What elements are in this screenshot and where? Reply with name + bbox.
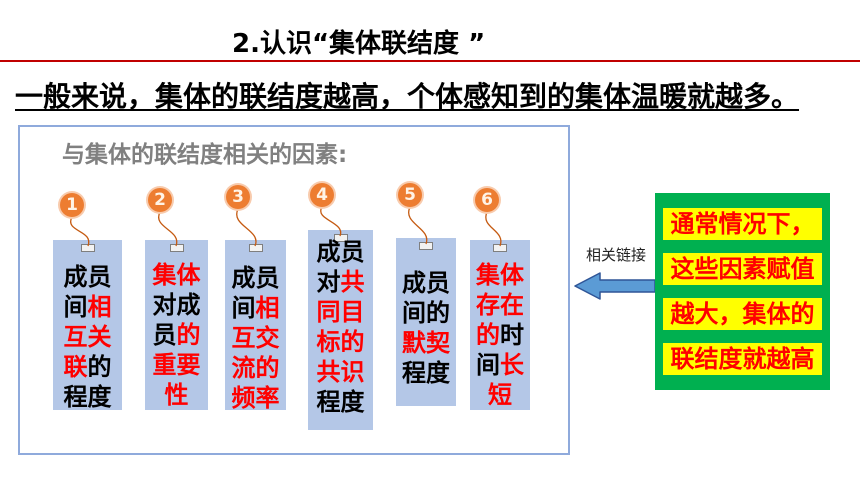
tag-text-line: 间相 bbox=[53, 292, 122, 322]
tag-text: 成员 bbox=[316, 238, 365, 266]
tag-text: 长 bbox=[500, 351, 524, 379]
conclusion-box: 通常情况下， 这些因素赋值 越大，集体的 联结度就越高 bbox=[655, 193, 830, 390]
tag-hole bbox=[493, 244, 507, 252]
tag-text: 程度 bbox=[63, 383, 112, 411]
tag-text: 共 bbox=[340, 268, 365, 296]
factor-tag-1: 成员 间相 互关 联的 程度 bbox=[53, 240, 122, 412]
tag-text-line: 存在 bbox=[470, 290, 530, 320]
tag-text: 共识 bbox=[316, 358, 365, 386]
number-badge-2: 2 bbox=[148, 188, 172, 212]
tag-text: 存在 bbox=[476, 291, 524, 319]
tag-text-line: 集体 bbox=[470, 260, 530, 290]
tag-text-line: 联的 bbox=[53, 352, 122, 382]
tag-text: 标的 bbox=[316, 328, 365, 356]
conclusion-line: 联结度就越高 bbox=[663, 343, 822, 375]
tag-hole bbox=[169, 244, 184, 252]
tag-text-line: 成员 bbox=[308, 237, 373, 267]
conclusion-line: 这些因素赋值 bbox=[663, 253, 822, 285]
number-badge-3: 3 bbox=[226, 185, 250, 209]
tag-text: 间 bbox=[476, 351, 500, 379]
tag-text-line: 程度 bbox=[396, 358, 456, 388]
factor-tag-3: 成员 间相 互交 流的 频率 bbox=[225, 240, 286, 413]
tag-text: 时 bbox=[500, 321, 524, 349]
tag-text: 间的 bbox=[402, 299, 450, 327]
tag-text-line: 成员 bbox=[225, 263, 286, 293]
tag-text: 间 bbox=[63, 293, 88, 321]
tag-text: 流的 bbox=[231, 354, 280, 382]
tag-text: 间 bbox=[231, 294, 256, 322]
tag-text: 程度 bbox=[316, 388, 365, 416]
key-statement: 一般来说，集体的联结度越高，个体感知到的集体温暖就越多。 bbox=[15, 80, 800, 113]
number-badge-5: 5 bbox=[398, 183, 422, 207]
tag-text: 的 bbox=[176, 321, 201, 349]
tag-text-line: 性 bbox=[145, 380, 208, 410]
number-badge-1: 1 bbox=[60, 193, 84, 217]
tag-text: 员 bbox=[152, 321, 177, 349]
tag-text: 重要 bbox=[152, 351, 201, 379]
tag-text: 互交 bbox=[231, 324, 280, 352]
factor-tag-4: 成员 对共 同目 标的 共识 程度 bbox=[308, 230, 373, 430]
tag-text-line: 同目 bbox=[308, 297, 373, 327]
tag-text: 集体 bbox=[152, 261, 201, 289]
tag-text-line: 互交 bbox=[225, 323, 286, 353]
tag-text-line: 共识 bbox=[308, 357, 373, 387]
tag-text-line: 默契 bbox=[396, 328, 456, 358]
tag-text-line: 互关 bbox=[53, 322, 122, 352]
related-link-label: 相关链接 bbox=[586, 246, 647, 264]
tag-text: 性 bbox=[164, 381, 189, 409]
title-divider bbox=[0, 60, 860, 62]
tag-hole bbox=[80, 244, 95, 252]
tag-text-line: 的时 bbox=[470, 320, 530, 350]
tag-text: 成员 bbox=[402, 269, 450, 297]
tag-text: 对 bbox=[316, 268, 341, 296]
tag-text: 相 bbox=[255, 294, 280, 322]
factor-tag-2: 集体 对成 员的 重要 性 bbox=[145, 240, 208, 410]
tag-text: 的 bbox=[476, 321, 500, 349]
slide-title: 2.认识“集体联结度 ” bbox=[232, 29, 486, 59]
tag-text: 相 bbox=[87, 293, 112, 321]
factors-panel bbox=[18, 125, 570, 455]
number-badge-6: 6 bbox=[475, 188, 499, 212]
tag-text-line: 程度 bbox=[308, 387, 373, 417]
tag-text-line: 程度 bbox=[53, 382, 122, 412]
tag-text-line: 对共 bbox=[308, 267, 373, 297]
tag-text-line: 间相 bbox=[225, 293, 286, 323]
tag-text-line: 成员 bbox=[396, 268, 456, 298]
tag-text: 短 bbox=[488, 381, 512, 409]
tag-text: 的 bbox=[87, 353, 112, 381]
tag-text-line: 间的 bbox=[396, 298, 456, 328]
tag-text-line: 标的 bbox=[308, 327, 373, 357]
tag-text: 同目 bbox=[316, 298, 365, 326]
tag-text: 对成 bbox=[152, 291, 201, 319]
tag-text-line: 流的 bbox=[225, 353, 286, 383]
conclusion-line: 通常情况下， bbox=[663, 208, 822, 240]
factor-tag-5: 成员 间的 默契 程度 bbox=[396, 238, 456, 406]
conclusion-line: 越大，集体的 bbox=[663, 298, 822, 330]
tag-text-line: 集体 bbox=[145, 260, 208, 290]
tag-text: 互关 bbox=[63, 323, 112, 351]
tag-text: 频率 bbox=[231, 384, 280, 412]
tag-text-line: 成员 bbox=[53, 262, 122, 292]
arrow-left-icon bbox=[574, 272, 656, 300]
tag-hole bbox=[248, 244, 263, 252]
tag-text: 默契 bbox=[402, 329, 450, 357]
tag-text-line: 员的 bbox=[145, 320, 208, 350]
tag-text: 成员 bbox=[63, 263, 112, 291]
tag-text: 程度 bbox=[402, 359, 450, 387]
tag-text-line: 频率 bbox=[225, 383, 286, 413]
tag-text-line: 短 bbox=[470, 380, 530, 410]
tag-text: 联 bbox=[63, 353, 88, 381]
factors-heading: 与集体的联结度相关的因素: bbox=[62, 142, 348, 168]
tag-text-line: 间长 bbox=[470, 350, 530, 380]
tag-text-line: 对成 bbox=[145, 290, 208, 320]
tag-text: 成员 bbox=[231, 264, 280, 292]
factor-tag-6: 集体 存在 的时 间长 短 bbox=[470, 240, 530, 410]
number-badge-4: 4 bbox=[310, 183, 334, 207]
tag-hole bbox=[419, 242, 433, 250]
tag-text: 集体 bbox=[476, 261, 524, 289]
tag-text-line: 重要 bbox=[145, 350, 208, 380]
